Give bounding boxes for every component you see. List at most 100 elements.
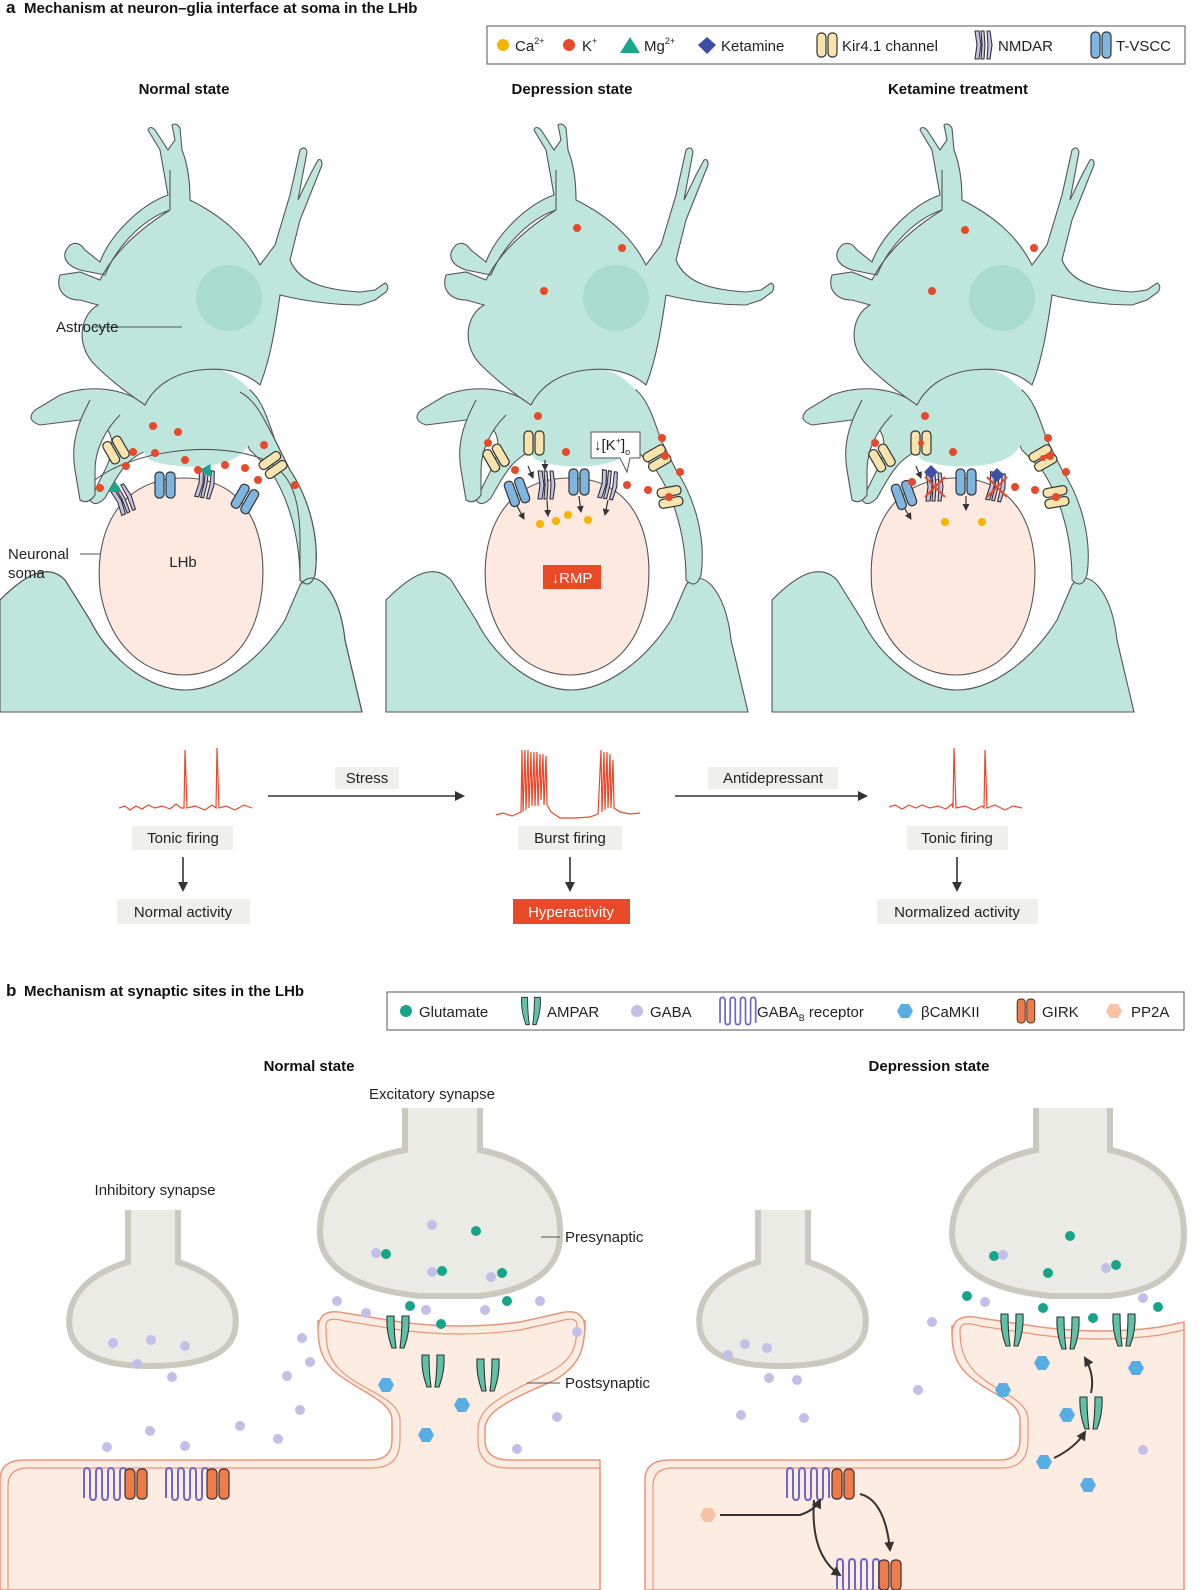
legend-mg: Mg bbox=[644, 38, 665, 55]
k-callout-post: ] bbox=[621, 437, 625, 454]
neuronal-soma bbox=[870, 477, 1036, 676]
legend-tvscc: T-VSCC bbox=[1116, 38, 1171, 55]
ketamine-molecule bbox=[924, 465, 938, 479]
k-callout-sup: + bbox=[616, 436, 621, 446]
magnesium-ion bbox=[198, 463, 212, 477]
tonic-firing-label-2: Tonic firing bbox=[921, 830, 993, 847]
legend-ca-sup: 2+ bbox=[534, 36, 544, 46]
nmdar bbox=[537, 470, 556, 500]
legend-ketamine: Ketamine bbox=[721, 38, 784, 55]
pp2a-molecule bbox=[700, 1508, 716, 1522]
burst-firing-tag bbox=[518, 826, 622, 850]
tonic-firing-label-1: Tonic firing bbox=[147, 830, 219, 847]
k-callout-sub: o bbox=[625, 447, 630, 457]
presynaptic-terminal-inhibitory bbox=[66, 1210, 239, 1370]
hyperactivity-tag bbox=[513, 899, 630, 924]
influx-arrows bbox=[904, 465, 970, 520]
presynaptic-terminal-excitatory bbox=[948, 1108, 1188, 1299]
pp2a-pathway-arrows bbox=[720, 1493, 895, 1577]
astrocyte-nucleus bbox=[196, 265, 262, 331]
nmdar-icon bbox=[974, 30, 993, 60]
normal-activity-tag bbox=[117, 899, 250, 924]
calcium-ions bbox=[941, 518, 986, 526]
section-a-letter: a bbox=[6, 0, 16, 17]
presynaptic-label: Presynaptic bbox=[565, 1229, 644, 1246]
legend-mg-sup: 2+ bbox=[665, 36, 675, 46]
stress-tag bbox=[335, 767, 399, 789]
legend-ca: Ca bbox=[515, 38, 535, 55]
svg-text:↓[K+]o: ↓[K+]o bbox=[594, 436, 630, 457]
astrocyte-nucleus bbox=[969, 265, 1035, 331]
calcium-ions bbox=[536, 511, 592, 528]
antidepressant-tag bbox=[708, 767, 838, 789]
panel-depression: ↓[K+]o ↓RMP bbox=[385, 123, 775, 713]
lhb-label: LHb bbox=[169, 554, 197, 571]
legend-camkii: βCaMKII bbox=[921, 1004, 980, 1021]
ketamine-molecule bbox=[990, 468, 1004, 482]
potassium-icon bbox=[563, 39, 575, 51]
normalized-activity-label: Normalized activity bbox=[894, 904, 1020, 921]
neuronal-label: Neuronal bbox=[8, 546, 69, 563]
neuronal-soma bbox=[98, 477, 264, 676]
presynaptic-terminal-excitatory bbox=[316, 1108, 564, 1299]
svg-text:Ca2+: Ca2+ bbox=[515, 36, 544, 55]
burst-firing-label: Burst firing bbox=[534, 830, 606, 847]
pp2a-icon bbox=[1106, 1004, 1122, 1018]
panel-normal: Astrocyte Neuronal soma LHb bbox=[0, 123, 389, 713]
legend-k-sup: + bbox=[592, 36, 597, 46]
legend-glutamate: Glutamate bbox=[419, 1004, 488, 1021]
legend-nmdar: NMDAR bbox=[998, 38, 1053, 55]
legend-a: Ca2+ K+ Mg2+ Ketamine Kir4.1 channel NMD… bbox=[486, 25, 1186, 65]
hyperactivity-label: Hyperactivity bbox=[528, 904, 614, 921]
gaba-molecules bbox=[723, 1250, 1148, 1455]
magnesium-icon bbox=[620, 37, 640, 53]
tonic-trace-1 bbox=[118, 747, 253, 811]
nmdar-blocked-cross bbox=[924, 476, 1008, 498]
potassium-ions bbox=[484, 224, 684, 501]
legend-kir: Kir4.1 channel bbox=[842, 38, 938, 55]
legend-gabab-sub: B bbox=[799, 1013, 805, 1023]
soma-label: soma bbox=[8, 565, 45, 582]
panel-title-ketamine: Ketamine treatment bbox=[888, 81, 1028, 98]
synapse-depression bbox=[644, 1108, 1188, 1590]
panel-title-depression: Depression state bbox=[512, 81, 633, 98]
tonic-firing-tag-2 bbox=[907, 826, 1008, 850]
legend-gabab-pre: GABA bbox=[757, 1004, 799, 1021]
panel-title-normal: Normal state bbox=[139, 81, 230, 98]
potassium-ions bbox=[871, 226, 1070, 501]
tvscc bbox=[502, 475, 532, 509]
svg-text:Mg2+: Mg2+ bbox=[644, 36, 675, 55]
legend-ampar: AMPAR bbox=[547, 1004, 599, 1021]
panel-b-title-depression: Depression state bbox=[869, 1058, 990, 1075]
legend-girk: GIRK bbox=[1042, 1004, 1079, 1021]
astrocyte-label: Astrocyte bbox=[56, 319, 119, 336]
glutamate-molecules bbox=[962, 1231, 1163, 1323]
normalized-activity-tag bbox=[877, 899, 1038, 924]
normal-activity-label: Normal activity bbox=[134, 904, 233, 921]
gaba-molecules bbox=[102, 1220, 582, 1454]
postsynaptic-dendrite bbox=[0, 1311, 601, 1590]
legend-k: K bbox=[582, 38, 592, 55]
astrocyte bbox=[771, 123, 1161, 713]
legend-gaba: GABA bbox=[650, 1004, 692, 1021]
svg-text:K+: K+ bbox=[582, 36, 597, 55]
k-concentration-callout: ↓[K+]o bbox=[590, 431, 641, 474]
synapse-normal: Excitatory synapse Inhibitory synapse Pr… bbox=[0, 1086, 651, 1590]
ketamine-icon bbox=[698, 37, 716, 54]
magnesium-ion bbox=[108, 481, 122, 492]
potassium-ions bbox=[96, 422, 299, 492]
presynaptic-terminal-inhibitory bbox=[696, 1210, 869, 1370]
section-b-title: Mechanism at synaptic sites in the LHb bbox=[24, 983, 304, 1000]
gaba-icon bbox=[631, 1005, 643, 1017]
excitatory-synapse-label: Excitatory synapse bbox=[369, 1086, 495, 1103]
astrocyte-nucleus bbox=[583, 265, 649, 331]
legend-pp2a: PP2A bbox=[1131, 1004, 1169, 1021]
trafficking-arrows bbox=[1053, 1356, 1094, 1459]
glutamate-molecules bbox=[381, 1226, 512, 1329]
rmp-label: ↓RMP bbox=[552, 570, 593, 587]
postsynaptic-label: Postsynaptic bbox=[565, 1375, 651, 1392]
burst-trace bbox=[495, 749, 641, 819]
k-callout-pre: ↓[K bbox=[594, 437, 616, 454]
antidepressant-label: Antidepressant bbox=[723, 770, 824, 787]
